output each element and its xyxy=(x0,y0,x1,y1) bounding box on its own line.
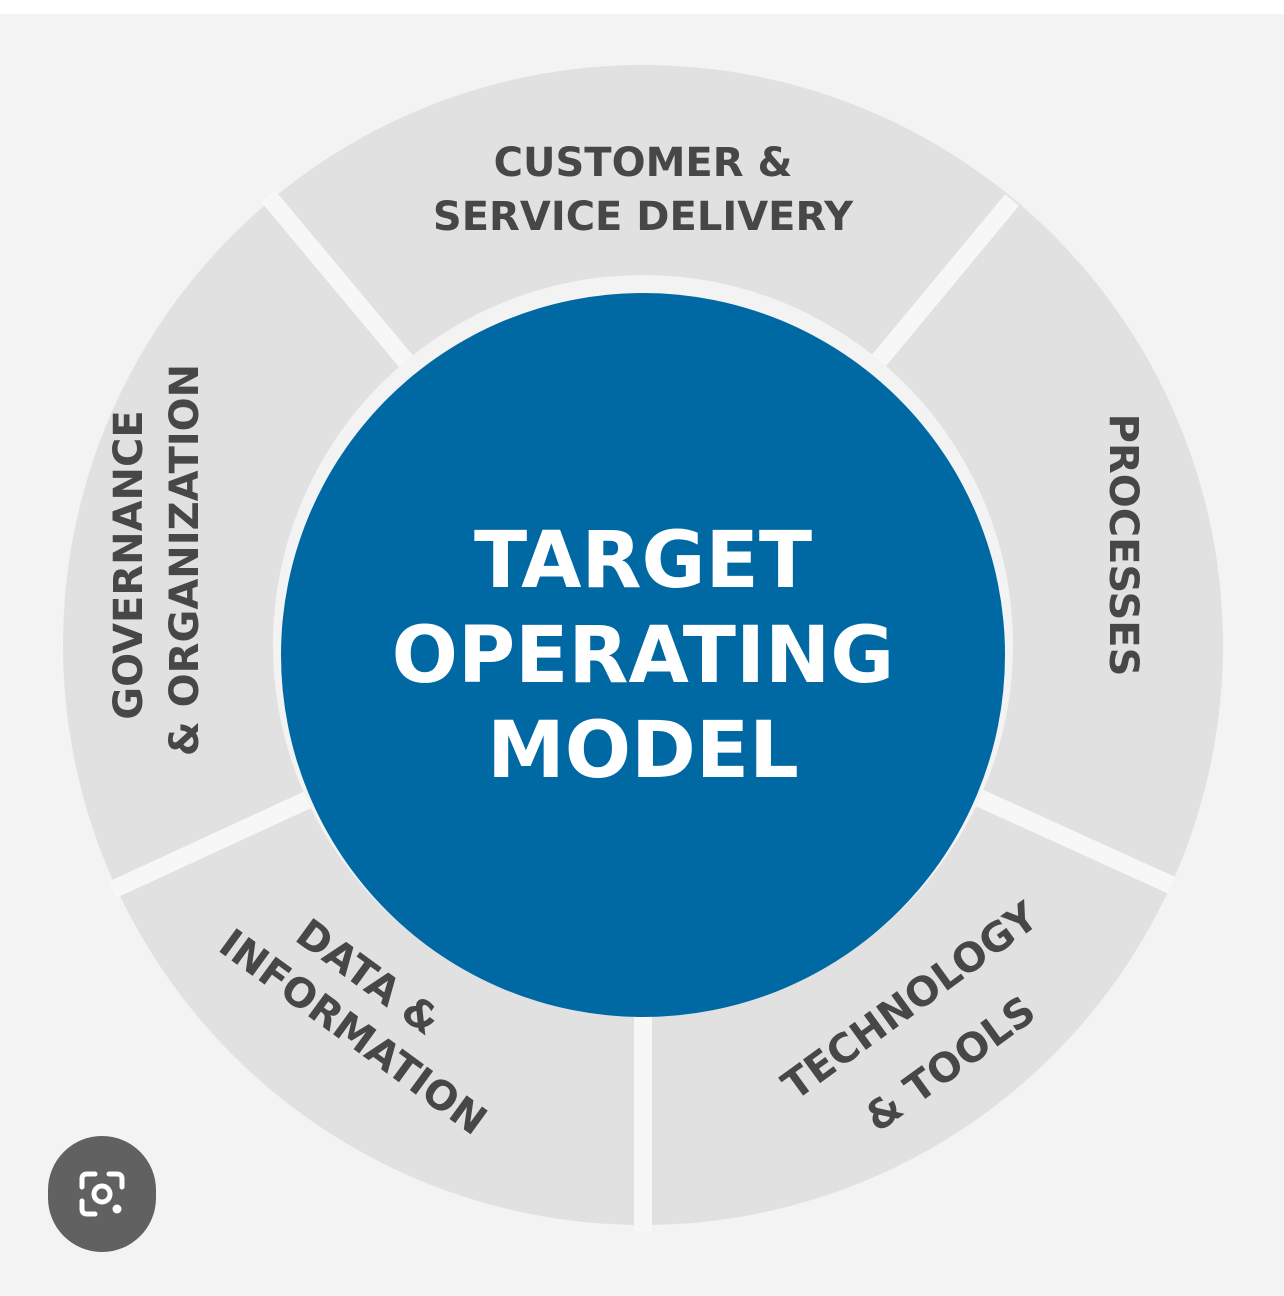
center-title: TARGET OPERATING MODEL xyxy=(392,516,895,796)
google-lens-icon xyxy=(79,1171,125,1217)
segment-processes-label: PROCESSES xyxy=(1100,414,1146,677)
segment-governance-label-line-1: GOVERNANCE xyxy=(106,410,152,719)
center-circle xyxy=(281,293,1005,1017)
center-title-line-2: OPERATING xyxy=(392,611,895,701)
segment-customer-label-line-2: SERVICE DELIVERY xyxy=(433,194,854,240)
segment-processes: PROCESSES xyxy=(1100,414,1146,677)
center-title-line-3: MODEL xyxy=(487,706,799,796)
center-title-line-1: TARGET xyxy=(474,516,812,606)
google-lens-button[interactable] xyxy=(48,1136,156,1252)
segment-governance-organization: GOVERNANCE & ORGANIZATION xyxy=(106,364,208,756)
segment-governance-label-line-2: & ORGANIZATION xyxy=(162,364,208,756)
segment-customer-label-line-1: CUSTOMER & xyxy=(494,140,793,186)
segment-customer-service-delivery: CUSTOMER & SERVICE DELIVERY xyxy=(433,140,854,240)
